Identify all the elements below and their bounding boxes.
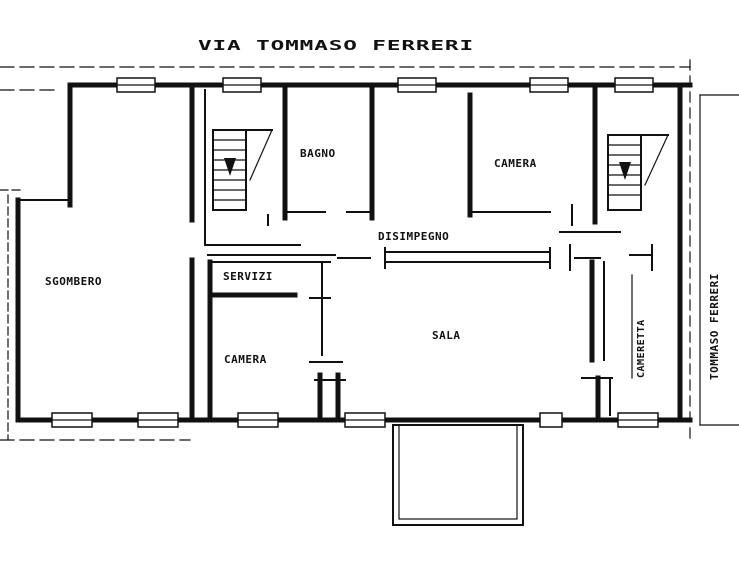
room-label-disimpegno: DISIMPEGNO xyxy=(378,230,449,243)
balcony xyxy=(392,424,524,526)
bottom-windows xyxy=(51,412,659,428)
street-name-label: VIA TOMMASO FERRERI xyxy=(198,39,474,54)
interior-walls xyxy=(189,87,653,418)
room-label-bagno: BAGNO xyxy=(300,147,336,160)
room-label-sala: SALA xyxy=(432,329,461,342)
room-label-camera-bottom: CAMERA xyxy=(224,353,267,366)
street-boundary xyxy=(0,59,739,441)
room-label-cameretta: CAMERETTA xyxy=(636,319,647,378)
top-windows xyxy=(116,77,654,93)
staircase-right xyxy=(607,134,669,211)
room-label-servizi: SERVIZI xyxy=(223,270,273,283)
staircase-left xyxy=(212,129,273,211)
room-label-sgombero: SGOMBERO xyxy=(45,275,102,288)
side-street-label: TOMMASO FERRERI xyxy=(708,273,721,380)
room-label-camera-top: CAMERA xyxy=(494,157,537,170)
exterior-walls xyxy=(15,82,693,423)
